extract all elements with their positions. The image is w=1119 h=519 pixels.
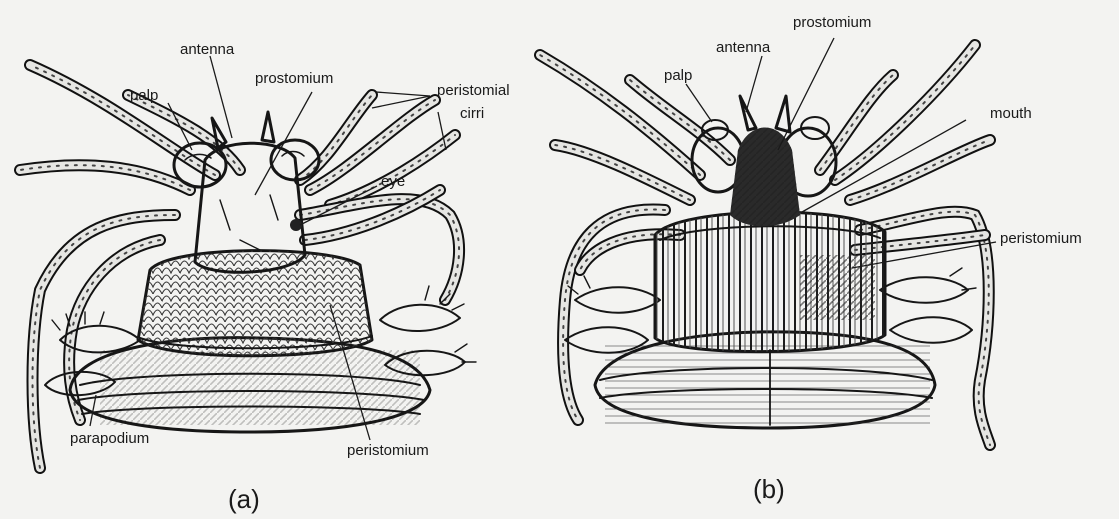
label-peristomial-cirri-line2: cirri: [460, 105, 484, 122]
label-prostomium-a: prostomium: [255, 70, 333, 87]
label-peristomium-b: peristomium: [1000, 230, 1082, 247]
caption-a: (a): [228, 484, 260, 514]
label-mouth-b: mouth: [990, 105, 1032, 122]
caption-b: (b): [753, 474, 785, 504]
label-eye-a: eye: [381, 173, 405, 190]
label-peristomium-a: peristomium: [347, 442, 429, 459]
label-antenna-a: antenna: [180, 41, 235, 58]
body-b: [565, 96, 976, 428]
drawing-a: antenna palp prostomium peristomial cirr…: [20, 41, 510, 514]
label-palp-a: palp: [130, 87, 158, 104]
tentacle-a-1: [20, 165, 190, 190]
label-antenna-b: antenna: [716, 39, 771, 56]
drawing-b: palp antenna prostomium mouth peristomiu…: [540, 14, 1082, 504]
label-parapodium-a: parapodium: [70, 430, 149, 447]
label-palp-b: palp: [664, 67, 692, 84]
label-peristomial-cirri-line1: peristomial: [437, 82, 510, 99]
label-prostomium-b: prostomium: [793, 14, 871, 31]
